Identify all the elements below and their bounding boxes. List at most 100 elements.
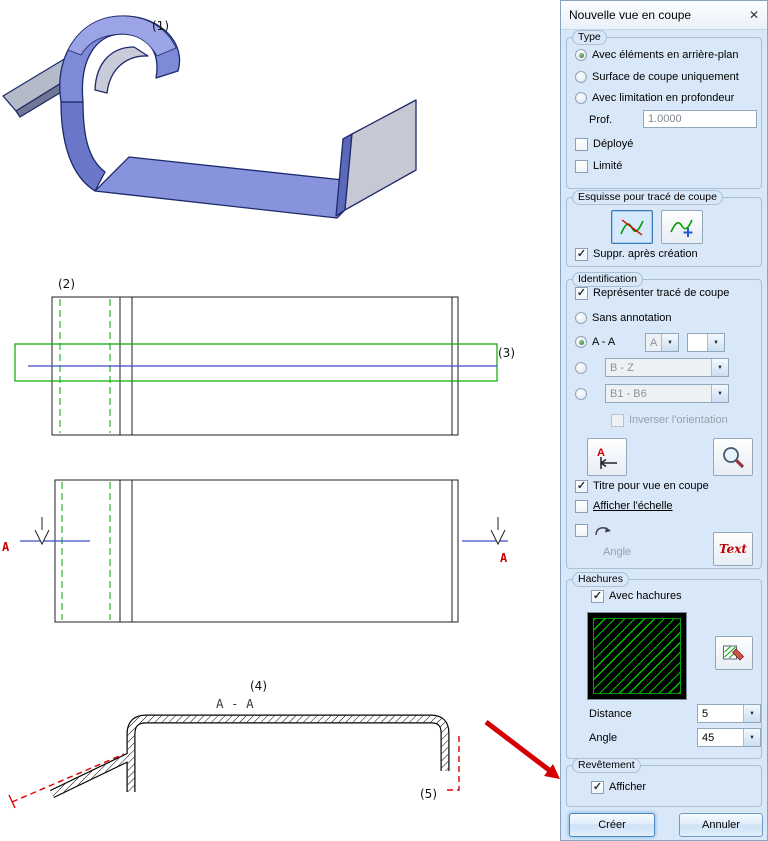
radio-b-z[interactable] (575, 360, 587, 376)
checkbox-label: Représenter tracé de coupe (593, 287, 730, 299)
radio-a-a[interactable]: A - A (575, 334, 615, 350)
checkbox-icon (611, 413, 624, 427)
hatching-group-label: Hachures (572, 572, 629, 587)
label-4: (4) (250, 679, 267, 693)
sketch-group: Esquisse pour tracé de coupe ✓ Suppr. ap… (566, 190, 762, 267)
section-style-combo[interactable]: ▼ (687, 333, 725, 352)
checkbox-label: Déployé (593, 138, 634, 150)
callout-arrow (484, 720, 560, 779)
checkbox-with-hatching[interactable]: ✓ Avec hachures (591, 588, 682, 604)
b1-b6-combo[interactable]: B1 - B6 ▼ (605, 384, 729, 403)
sketch-icon (620, 219, 644, 236)
svg-text:A: A (597, 447, 605, 459)
checkbox-icon: ✓ (575, 286, 588, 300)
dialog-titlebar: Nouvelle vue en coupe ✕ (561, 1, 767, 30)
section-marker-view[interactable]: A A (2, 479, 508, 623)
checkbox-icon: ✓ (591, 589, 604, 603)
coating-group: Revêtement ✓ Afficher (566, 758, 762, 807)
text-style-label: Text (719, 542, 747, 556)
section-view-title: A - A (216, 696, 254, 711)
section-letter-combo[interactable]: A ▼ (645, 333, 679, 352)
magnifier-icon (723, 447, 745, 469)
chevron-down-icon: ▼ (711, 359, 728, 376)
radio-label: Avec limitation en profondeur (592, 92, 735, 104)
part-hook-inner (94, 46, 149, 94)
type-group: Type Avec éléments en arrière-plan Surfa… (566, 30, 762, 189)
checkbox-delete-after-creation[interactable]: ✓ Suppr. après création (575, 246, 698, 262)
radio-b1-b6[interactable] (575, 386, 587, 402)
distance-combo[interactable]: 5 ▼ (697, 704, 761, 723)
checkbox-represent-section-line[interactable]: ✓ Représenter tracé de coupe (575, 285, 729, 301)
radio-icon (575, 49, 587, 61)
hatch-settings-icon (723, 645, 745, 661)
part-web-face (60, 101, 106, 192)
curved-arrow-icon (595, 526, 611, 536)
depth-input[interactable]: 1.0000 (643, 110, 757, 128)
checkbox-rotation[interactable] (575, 522, 613, 538)
radio-with-background[interactable]: Avec éléments en arrière-plan (575, 47, 739, 63)
create-button[interactable]: Créer (569, 813, 655, 837)
checkbox-label: Limité (593, 160, 623, 172)
checkbox-icon (575, 523, 588, 537)
radio-icon (575, 92, 587, 104)
angle-label: Angle (603, 546, 632, 558)
section-line-sketch[interactable] (14, 343, 498, 382)
section-arrow-right (490, 517, 506, 546)
label-5: (5) (420, 787, 437, 801)
sketch-new-button[interactable] (661, 210, 703, 244)
preview-button[interactable] (713, 438, 753, 476)
checkbox-icon: ✓ (591, 780, 604, 794)
radio-surface-only[interactable]: Surface de coupe uniquement (575, 69, 739, 85)
section-arrow-left (34, 517, 50, 546)
drawing-canvas: (1) (2) (3) (2, 15, 560, 809)
chevron-down-icon: ▼ (711, 385, 728, 402)
sketch-section-line-button[interactable] (611, 210, 653, 244)
section-view-dialog: Nouvelle vue en coupe ✕ Type Avec élémen… (560, 0, 768, 841)
checkbox-label: Suppr. après création (593, 248, 698, 260)
b-z-combo[interactable]: B - Z ▼ (605, 358, 729, 377)
radio-depth-limit[interactable]: Avec limitation en profondeur (575, 90, 734, 106)
checkbox-title-for-section-view[interactable]: ✓ Titre pour vue en coupe (575, 478, 709, 494)
checkbox-invert-orientation[interactable]: Inverser l'orientation (611, 412, 728, 428)
radio-no-annotation[interactable]: Sans annotation (575, 310, 672, 326)
coating-line (8, 736, 460, 809)
section-letter-position-icon: A (597, 447, 617, 469)
combo-value: B - Z (610, 361, 634, 374)
checkbox-icon (575, 499, 588, 513)
combo-value: 45 (702, 731, 715, 744)
distance-label: Distance (589, 708, 632, 720)
hatch-settings-button[interactable] (715, 636, 753, 670)
radio-label: Sans annotation (592, 312, 672, 324)
radio-label: Surface de coupe uniquement (592, 71, 739, 83)
label-2: (2) (58, 277, 75, 291)
chevron-down-icon: ▼ (743, 705, 760, 722)
checkbox-label: Afficher (609, 781, 647, 793)
checkbox-label: Titre pour vue en coupe (593, 480, 709, 492)
sketch-group-label: Esquisse pour tracé de coupe (572, 190, 723, 205)
hatching-group: Hachures ✓ Avec hachures Distance 5 ▼ (566, 572, 762, 759)
text-style-button[interactable]: Text (713, 532, 753, 566)
radio-icon (575, 312, 587, 324)
chevron-down-icon: ▼ (707, 334, 724, 351)
part-base-face (94, 156, 372, 219)
checkbox-show-scale[interactable]: Afficher l'échelle (575, 498, 673, 514)
radio-icon (575, 71, 587, 83)
checkbox-show-coating[interactable]: ✓ Afficher (591, 779, 646, 795)
hatch-angle-combo[interactable]: 45 ▼ (697, 728, 761, 747)
checkbox-label: Afficher l'échelle (593, 500, 673, 512)
radio-label: A - A (592, 336, 616, 348)
radio-label: Avec éléments en arrière-plan (592, 49, 739, 61)
chevron-down-icon: ▼ (743, 729, 760, 746)
checkbox-unfolded[interactable]: Déployé (575, 136, 633, 152)
letter-position-button[interactable]: A (587, 438, 627, 476)
radio-icon (575, 388, 587, 400)
checkbox-icon (575, 137, 588, 151)
combo-value: A (650, 336, 658, 349)
hatch-preview (587, 612, 687, 700)
checkbox-limited[interactable]: Limité (575, 158, 622, 174)
cancel-button[interactable]: Annuler (679, 813, 763, 837)
model-3d-part[interactable] (2, 15, 417, 219)
close-icon[interactable]: ✕ (748, 8, 759, 22)
section-view-profile[interactable] (50, 714, 450, 799)
